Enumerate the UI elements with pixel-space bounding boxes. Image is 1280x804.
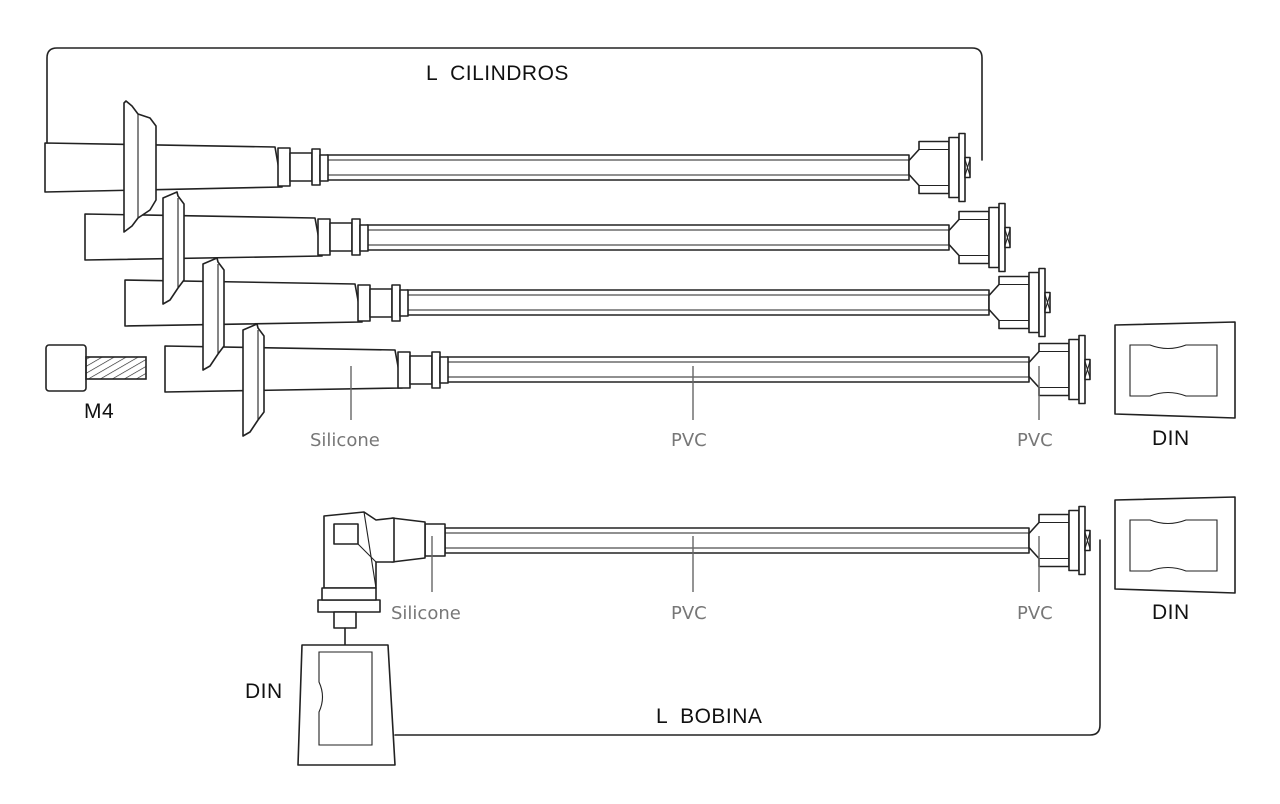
silicone-label-top: Silicone [310, 430, 380, 451]
coil-cable [317, 505, 1091, 649]
cable-2-coil-end [948, 202, 1011, 273]
cylinder-cable-4 [164, 323, 1091, 437]
din-terminal-bottom [297, 644, 396, 766]
pvc-cable-label-top: PVC [671, 430, 707, 451]
m4-label: M4 [84, 400, 114, 423]
coil-cable-coil-end [1028, 505, 1091, 576]
cable-4-coil-end [1028, 334, 1091, 405]
din-middle-label: DIN [1152, 601, 1190, 624]
cylinder-cable-3 [124, 257, 1051, 371]
din-bottom-label: DIN [245, 680, 283, 703]
silicone-label-coil: Silicone [391, 603, 461, 624]
cylinder-cable-1 [44, 100, 971, 233]
din-terminal-top [1114, 321, 1236, 419]
cable-1-coil-end [908, 132, 971, 203]
m4-screw [45, 344, 147, 392]
cable-4-boot-flange [242, 323, 265, 437]
pvc-boot-label-coil: PVC [1017, 603, 1053, 624]
pvc-cable-label-coil: PVC [671, 603, 707, 624]
cylinder-length-dimension-line [46, 47, 983, 161]
cable-4-wire [446, 356, 1030, 383]
coil-length-dimension-line [394, 539, 1101, 736]
cable-1-wire [326, 154, 910, 181]
din-top-label: DIN [1152, 427, 1190, 450]
cable-3-wire [406, 289, 990, 316]
cylinder-cable-2 [84, 191, 1011, 305]
l-cilindros-label: L CILINDROS [426, 62, 569, 85]
coil-cable-wire [444, 527, 1030, 554]
pvc-boot-label-top: PVC [1017, 430, 1053, 451]
cable-1-boot-flange [123, 100, 157, 233]
cable-3-coil-end [988, 267, 1051, 338]
cable-2-wire [366, 224, 950, 251]
din-terminal-middle [1114, 496, 1236, 594]
l-bobina-label: L BOBINA [656, 705, 762, 728]
cable-4-boot [164, 345, 403, 393]
